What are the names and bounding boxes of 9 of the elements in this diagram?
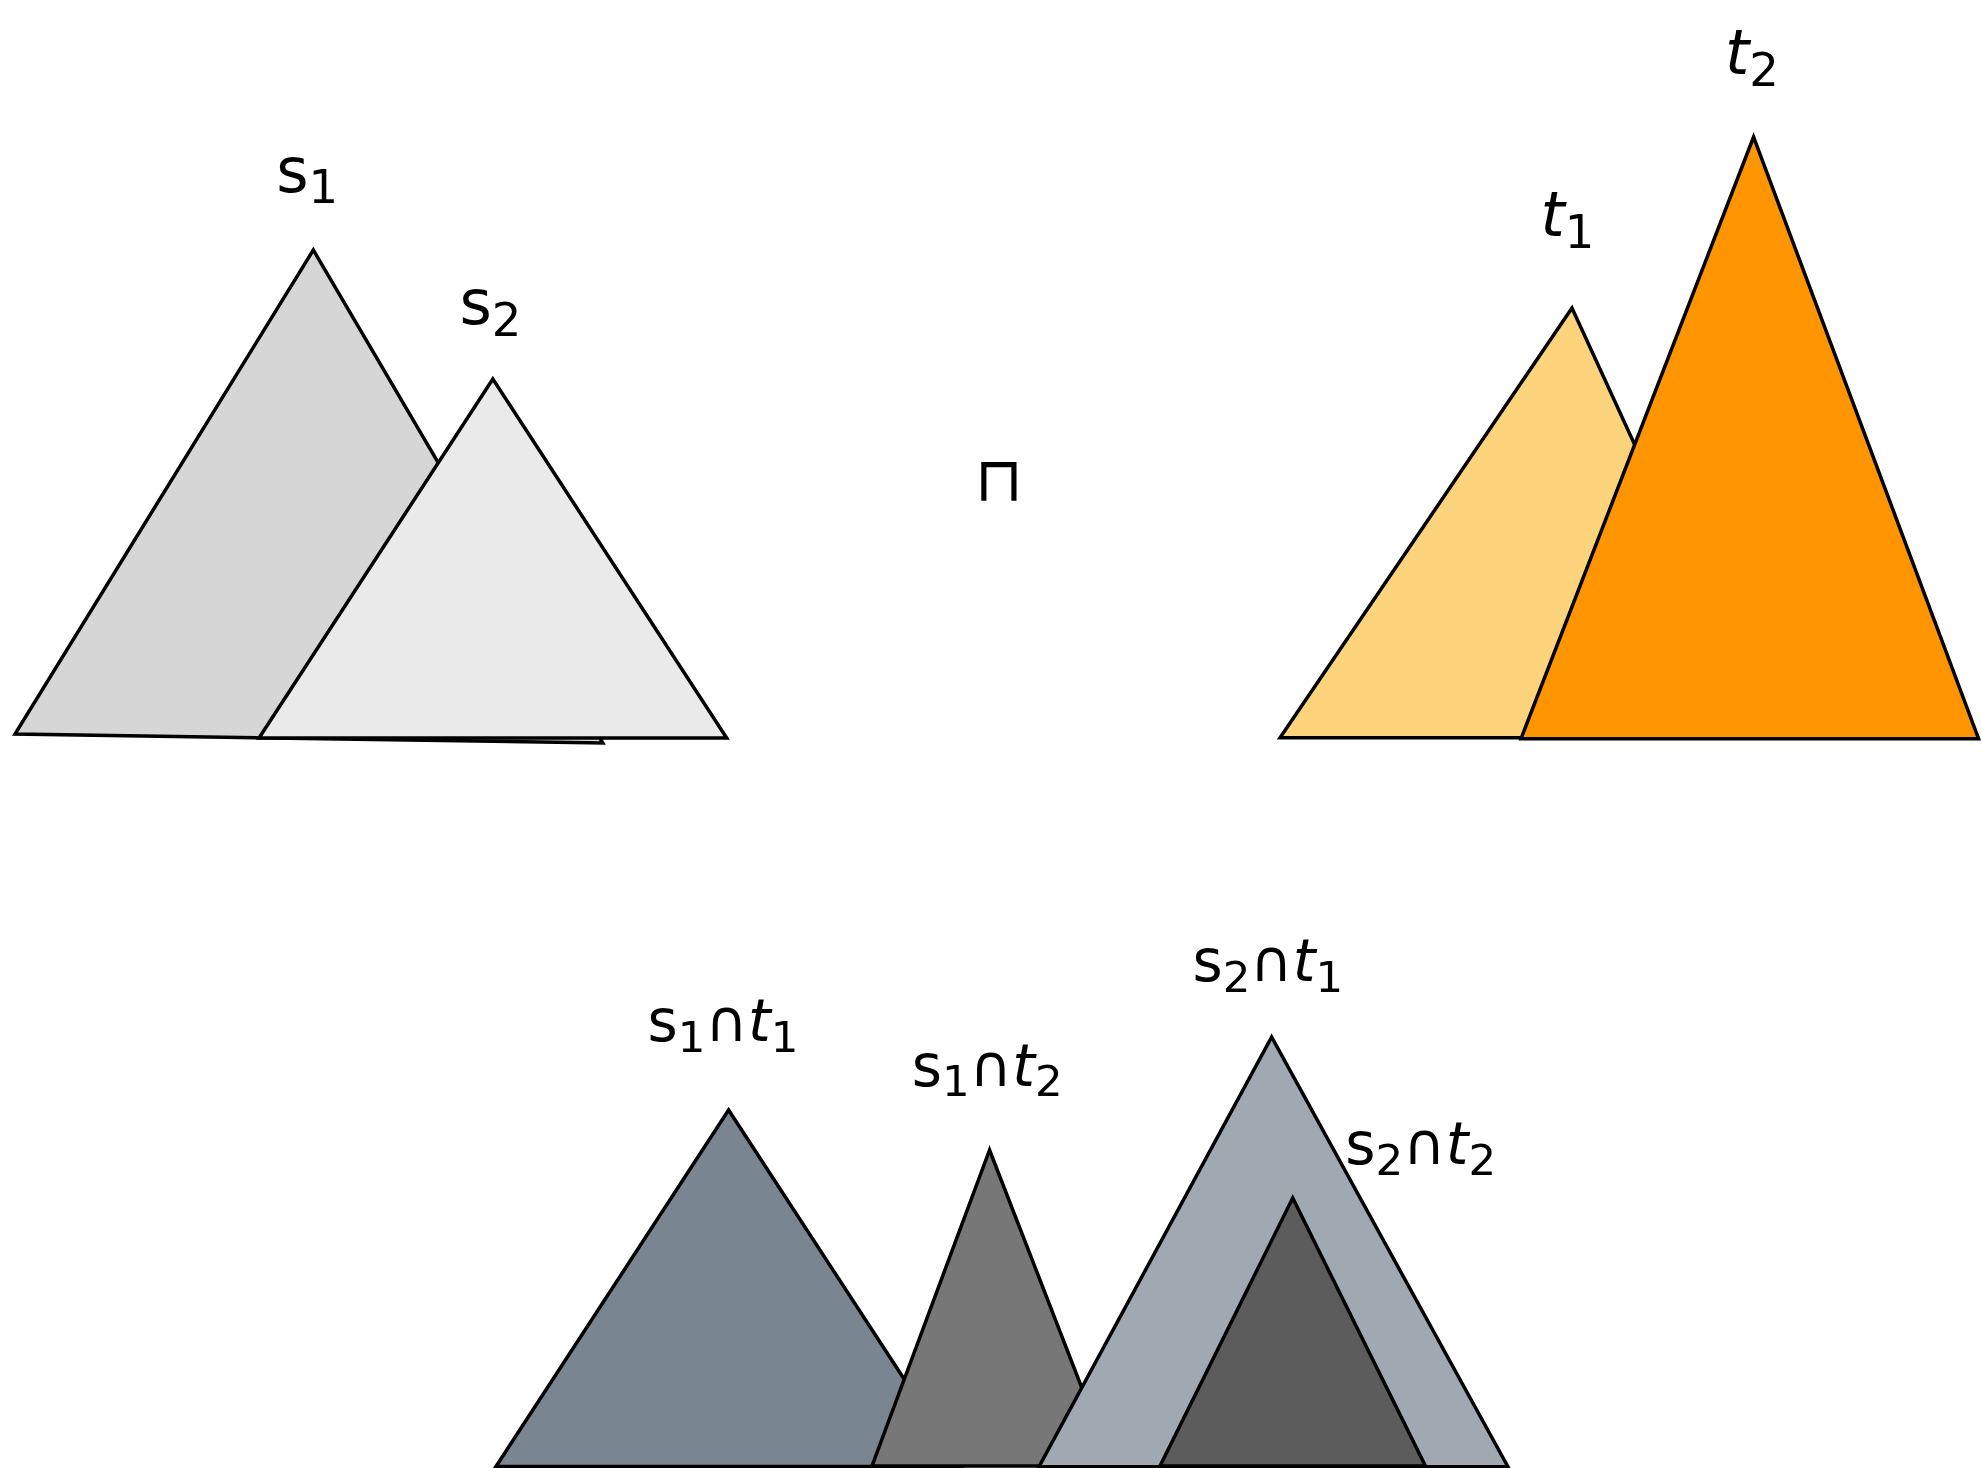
triangle-label: s$_{2}$: [459, 272, 522, 335]
triangle-label: s$_{1}$: [276, 139, 339, 202]
triangle-label: t$_{1}$: [1540, 183, 1595, 246]
triangle-label: t$_{2}$: [1725, 22, 1779, 85]
triangle-label: s$_{2}$∩t$_{2}$: [1345, 1114, 1497, 1173]
triangle-label: s$_{1}$∩t$_{2}$: [911, 1036, 1063, 1095]
meet-operator: ⊓: [974, 449, 1023, 512]
triangle-label: s$_{2}$∩t$_{1}$: [1192, 931, 1344, 990]
triangle-label: s$_{1}$∩t$_{1}$: [647, 992, 799, 1051]
